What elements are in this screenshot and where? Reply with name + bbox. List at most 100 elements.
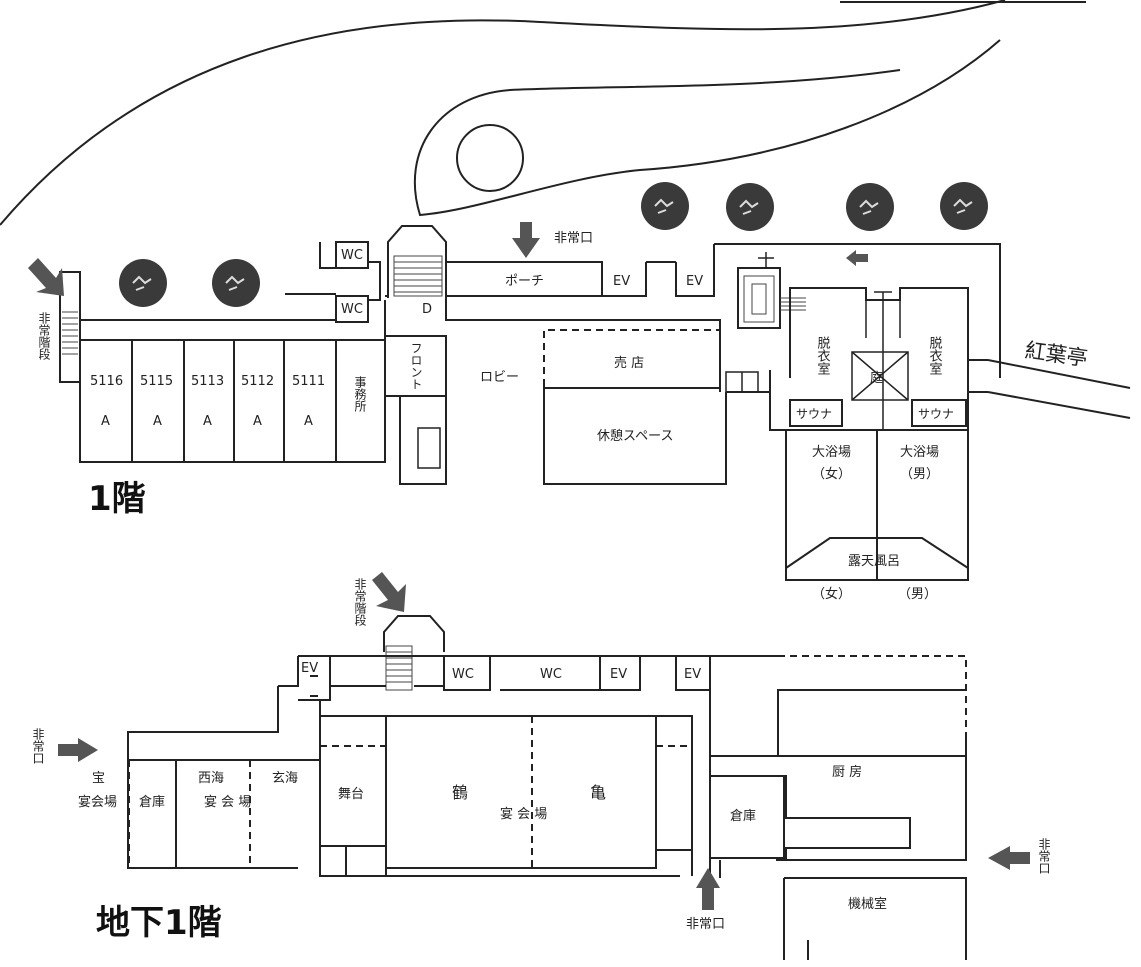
kitchen-label: 厨 房 — [832, 764, 862, 780]
landscape — [0, 0, 1086, 226]
basement-ev-1 — [298, 655, 331, 701]
stair-icon — [780, 297, 806, 311]
sauna-left-box — [789, 399, 843, 427]
outdoor-men-label: （男） — [898, 587, 937, 602]
room-5113-label: 5113 — [191, 374, 224, 389]
tsuru-kame-hall — [385, 715, 657, 869]
arrow-right-icon — [58, 738, 98, 762]
island — [456, 124, 524, 192]
room-5112-label: 5112 — [241, 374, 274, 389]
stair-icon — [385, 645, 413, 691]
storage-right-box — [710, 775, 785, 859]
room-type-a: A — [153, 414, 162, 429]
tree-icon — [119, 259, 167, 307]
basement-ev-3-label: EV — [684, 667, 701, 682]
arrow-down-icon — [512, 222, 540, 258]
front-back-room — [399, 395, 447, 485]
stair-icon — [393, 255, 443, 297]
room-5115-label: 5115 — [140, 374, 173, 389]
room-5116-label: 5116 — [90, 374, 123, 389]
basement-emergency-stairs-label: 非常階段 — [353, 578, 367, 627]
takara-label: 宝 — [92, 771, 105, 786]
emergency-exit-label: 非常口 — [554, 231, 593, 246]
ev-1-label: EV — [613, 274, 630, 289]
garden-box — [851, 351, 909, 401]
pond-edge-upper — [0, 0, 1006, 226]
arrow-left-icon — [846, 250, 868, 266]
stair-icon — [743, 275, 775, 323]
tree-icon — [846, 183, 894, 231]
sauna-right-label: サウナ — [918, 407, 954, 421]
room-type-a: A — [304, 414, 313, 429]
wc-bottom-label: WC — [341, 302, 363, 317]
takara-hall-label: 宴会場 — [78, 794, 117, 810]
south-wall — [320, 850, 693, 877]
kame-label: 亀 — [590, 783, 606, 802]
arrow-down-right-icon — [28, 258, 64, 296]
basement-exit-right-label: 非常口 — [1037, 838, 1051, 874]
sauna-left-label: サウナ — [796, 407, 832, 421]
lobby-label: ロビー — [480, 370, 519, 385]
wc-connector — [319, 242, 381, 301]
basement-north-wall — [127, 655, 710, 869]
stair-vestibule — [387, 225, 447, 298]
wc-bottom-room — [335, 295, 369, 323]
basement-east-wall — [709, 655, 967, 880]
porch-label: ポーチ — [505, 274, 544, 289]
stage-label: 舞台 — [338, 787, 364, 802]
tree-icon — [212, 259, 260, 307]
front-inner — [417, 427, 441, 469]
office-label: 事務所 — [353, 376, 367, 412]
storage-left-label: 倉庫 — [139, 795, 165, 810]
basement-south-east — [719, 860, 967, 960]
tsurukame-hall-label: 宴 会 場 — [500, 806, 547, 822]
saikai-genkai-hall-label: 宴 会 場 — [204, 794, 251, 810]
genkai-label: 玄海 — [272, 771, 298, 786]
lounge-label: 休憩スペース — [597, 428, 673, 444]
arrow-up-icon — [696, 868, 720, 910]
bath-women-sub-label: （女） — [812, 466, 851, 482]
tree-icon — [940, 182, 988, 230]
sauna-right-box — [911, 399, 967, 427]
koyotei-label: 紅葉亭 — [1023, 338, 1089, 371]
emergency-stair-block — [59, 271, 81, 383]
emergency-stairs-label: 非常階段 — [37, 312, 51, 361]
east-narrow-room — [655, 715, 693, 851]
outdoor-bath-label: 露天風呂 — [848, 554, 900, 569]
basement-ev-1-label: EV — [301, 661, 318, 676]
basement-1-plan: 非常階段 EV WC WC EV EV 非常口 宝 宴会場 倉庫 西海 玄海 宴… — [31, 572, 1051, 960]
floor-1-plan: WC WC D 非常口 ポーチ EV EV 非常階段 5116 5115 511… — [28, 222, 1131, 602]
outdoor-women-label: （女） — [812, 586, 851, 602]
pond-edge-lower — [413, 39, 1001, 217]
basement-corridor-south — [128, 700, 692, 761]
front-desk-label: フロント — [409, 342, 423, 390]
machine-room-label: 機械室 — [848, 896, 887, 912]
room-type-a: A — [253, 414, 262, 429]
guest-room-wing — [79, 339, 386, 463]
shop-outline — [543, 329, 721, 386]
room-type-a: A — [101, 414, 110, 429]
main-north-wall — [646, 243, 1001, 378]
basement-exit-bottom-label: 非常口 — [686, 917, 725, 932]
ev-2-label: EV — [686, 274, 703, 289]
basement-ev-2-label: EV — [610, 667, 627, 682]
bath-complex-outer — [769, 287, 969, 581]
shop-label: 売 店 — [614, 355, 644, 371]
changing-room-right-label: 脱衣室 — [927, 336, 943, 375]
floor-1-title: 1階 — [88, 479, 146, 519]
basement-1-title: 地下1階 — [96, 903, 222, 943]
guest-room-dividers — [131, 340, 337, 462]
bath-women-label: 大浴場 — [812, 445, 851, 460]
lobby-walls — [384, 296, 771, 485]
basement-wc-2-label: WC — [540, 667, 562, 682]
trees — [119, 182, 988, 307]
ev-1-box — [601, 262, 647, 297]
tsuru-label: 鶴 — [452, 783, 468, 802]
arrow-down-right-icon — [372, 572, 406, 612]
basement-stair-vestibule — [383, 615, 445, 652]
changing-room-left-label: 脱衣室 — [815, 336, 831, 375]
basement-wc-1-label: WC — [452, 667, 474, 682]
garden-label: 庭 — [870, 370, 883, 386]
wc-top-label: WC — [341, 248, 363, 263]
